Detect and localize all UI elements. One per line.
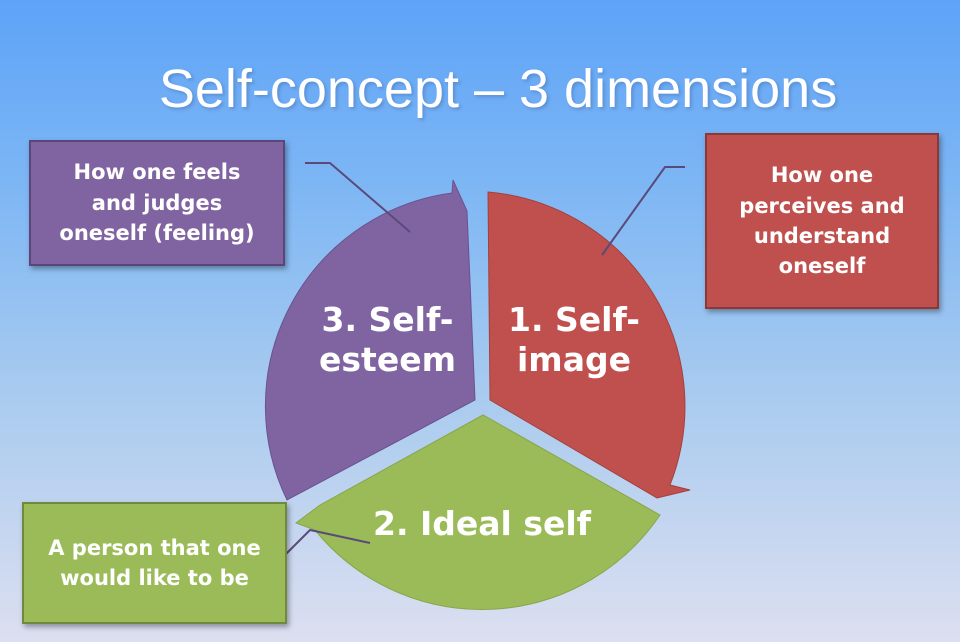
callout-self-image-line: How one xyxy=(770,163,874,188)
connector-self-image xyxy=(601,166,685,256)
callout-feeling-line: and judges xyxy=(91,190,223,215)
callout-self-image: How one perceives and understand oneself xyxy=(705,133,939,309)
connector-ideal-self xyxy=(284,528,371,556)
segment-label-ideal-self: 2. Ideal self xyxy=(372,504,592,543)
callout-self-image-line: perceives and xyxy=(739,193,905,218)
callout-feeling-line: oneself (feeling) xyxy=(59,221,255,246)
slide-title: Self-concept – 3 dimensions xyxy=(158,59,838,119)
callout-self-image-line: understand xyxy=(753,224,891,248)
callout-ideal-self: A person that one would like to be xyxy=(22,502,287,624)
segment-label-self-image-line2: image xyxy=(517,339,631,379)
segment-label-self-esteem-line2: esteem xyxy=(319,339,456,379)
callout-feeling-line: How one feels xyxy=(73,160,241,185)
connector-feeling xyxy=(305,162,411,233)
callout-ideal-self-line: A person that one xyxy=(48,535,261,560)
segment-label-self-esteem-line1: 3. Self- xyxy=(321,300,454,339)
callout-self-image-line: oneself xyxy=(778,254,866,279)
segment-label-self-esteem: 3. Self- esteem xyxy=(300,300,475,379)
segment-label-self-image: 1. Self- image xyxy=(494,300,654,379)
callout-feeling: How one feels and judges oneself (feelin… xyxy=(29,140,285,266)
segment-ideal-self xyxy=(294,414,661,610)
callout-ideal-self-line: would like to be xyxy=(60,566,249,590)
segment-self-esteem xyxy=(264,179,476,501)
segment-self-image xyxy=(487,191,691,499)
segment-label-self-image-line1: 1. Self- xyxy=(508,300,640,339)
